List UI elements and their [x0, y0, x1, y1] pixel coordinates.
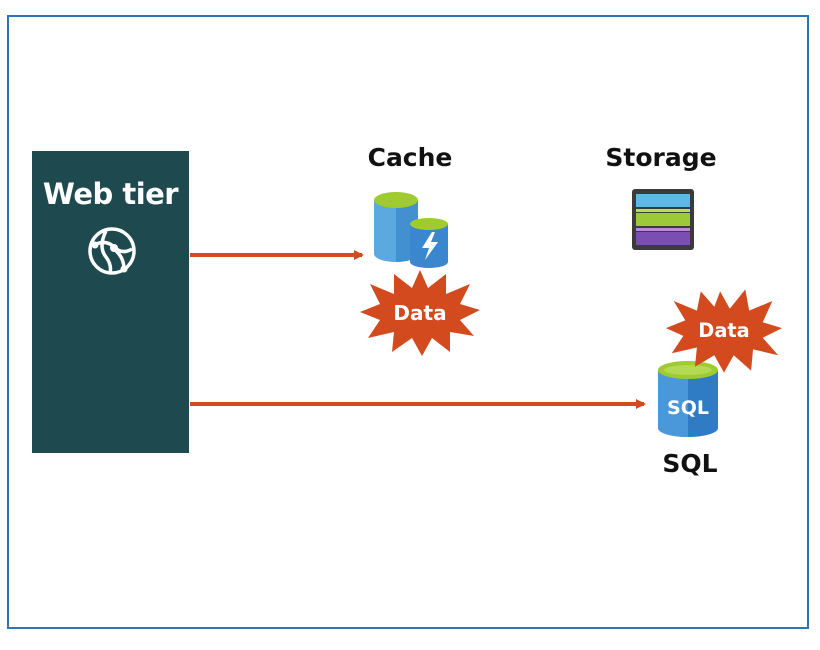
cache-database-icon [374, 192, 448, 268]
storage-stack-icon [632, 189, 694, 250]
data-burst-sql: Data [665, 289, 783, 373]
globe-network-icon [88, 227, 136, 275]
data-burst-sql-text: Data [698, 319, 749, 342]
web-tier-box: Web tier [32, 151, 189, 453]
data-burst-cache: Data [360, 270, 480, 356]
storage-label: Storage [605, 143, 717, 172]
cache-label: Cache [367, 143, 453, 172]
data-burst-cache-text: Data [393, 301, 446, 325]
sql-database-icon: SQL [658, 361, 718, 437]
sql-label: SQL [662, 449, 718, 478]
sql-icon-text: SQL [667, 397, 709, 419]
web-tier-title: Web tier [42, 177, 179, 211]
diagram-frame [7, 15, 809, 629]
